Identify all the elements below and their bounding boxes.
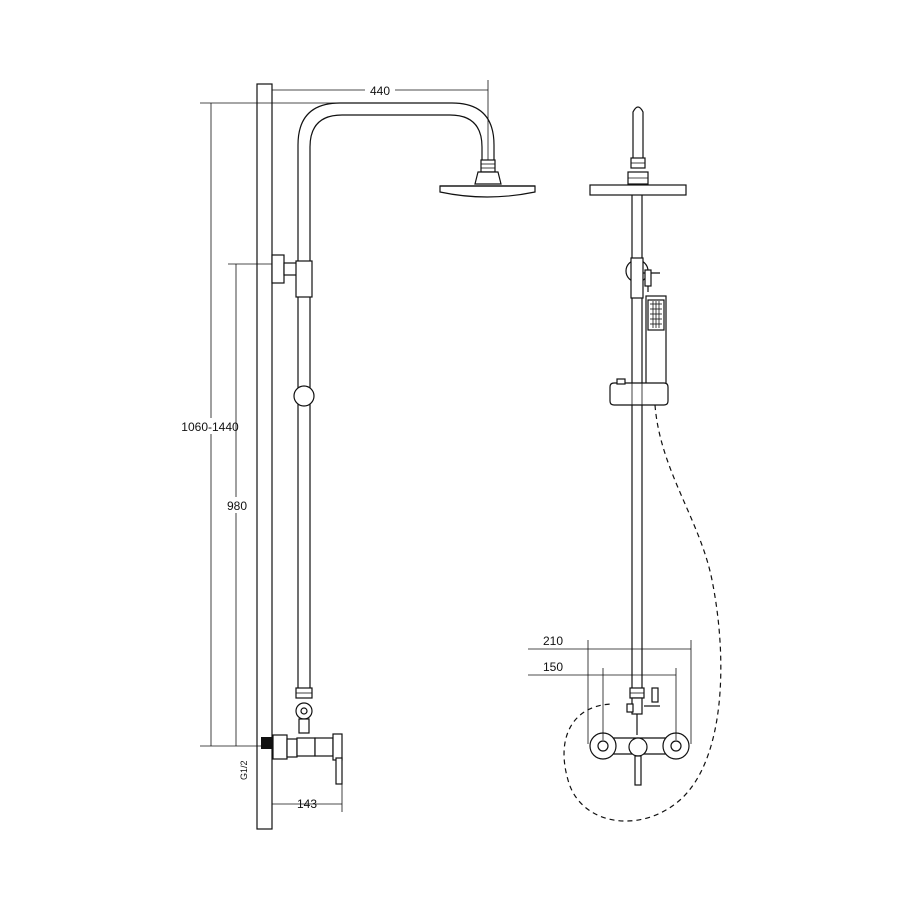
mixer-cap xyxy=(332,733,343,761)
rain-shower-head xyxy=(439,185,536,198)
hand-shower-spray-face xyxy=(647,299,665,331)
dimension-total-label: 1060-1440 xyxy=(181,420,239,434)
mixer-lever xyxy=(335,757,343,785)
shower-arm-inner xyxy=(309,114,483,262)
diverter-body xyxy=(295,702,313,720)
front-mixer-lever xyxy=(634,755,642,786)
slider-knob xyxy=(293,385,315,407)
diverter-handle xyxy=(651,687,659,703)
dimension-offset-label: 143 xyxy=(297,797,317,811)
inlet-fitting xyxy=(261,737,273,749)
diverter-stem xyxy=(298,718,310,734)
inlet-thread-label: G1/2 xyxy=(239,760,249,780)
head-connector xyxy=(480,159,496,173)
wall xyxy=(256,83,273,830)
mixer-flange xyxy=(272,734,288,760)
wall-bracket-plate xyxy=(271,254,285,284)
dimension-210-label: 210 xyxy=(543,634,563,648)
pipe-sleeve xyxy=(295,260,313,298)
dimension-150-label: 150 xyxy=(543,660,563,674)
mixer-body xyxy=(296,737,316,757)
front-view: 210 150 xyxy=(528,106,722,822)
front-shower-head xyxy=(589,184,687,196)
front-arm xyxy=(632,106,644,160)
hand-shower-nozzles xyxy=(650,301,662,328)
hose xyxy=(563,404,722,822)
mixer-nut xyxy=(286,738,298,758)
shower-arm-outer xyxy=(297,102,495,262)
dimension-rail-label: 980 xyxy=(227,499,247,513)
dimension-arm-label: 440 xyxy=(370,84,390,98)
mixer-cartridge xyxy=(314,737,334,757)
side-view: 440 1060-1440 980 G1/2 143 xyxy=(175,80,536,830)
head-nut xyxy=(474,171,502,185)
slider-button xyxy=(616,378,626,385)
front-pipe-sleeve xyxy=(630,257,644,299)
slider-holder xyxy=(609,382,669,406)
mixer-center-knob xyxy=(628,737,648,757)
